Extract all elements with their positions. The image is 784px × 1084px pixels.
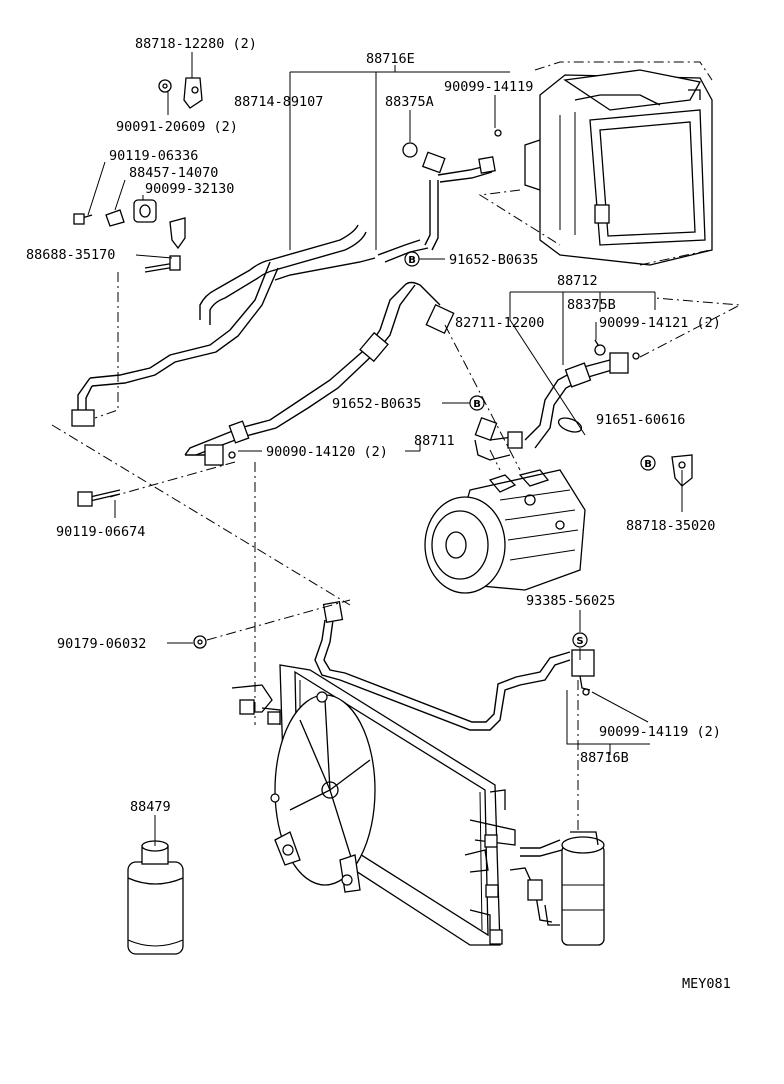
label-91652-B0635-b: 91652-B0635 [332, 396, 421, 412]
marker-b-2-text: B [473, 399, 481, 410]
label-88716B: 88716B [580, 750, 629, 766]
condenser [231, 664, 516, 946]
compressor [424, 469, 586, 594]
label-88375A: 88375A [385, 94, 434, 110]
marker-b-3: B [640, 455, 656, 471]
marker-s: S [572, 632, 588, 648]
label-88479: 88479 [130, 799, 171, 815]
label-90119-06336: 90119-06336 [109, 148, 198, 164]
pipe-88714-89107 [71, 151, 496, 427]
label-90119-06674: 90119-06674 [56, 524, 145, 540]
label-88711: 88711 [414, 433, 455, 449]
label-88457-14070: 88457-14070 [129, 165, 218, 181]
label-88718-12280: 88718-12280 (2) [135, 36, 257, 52]
label-88718-35020: 88718-35020 [626, 518, 715, 534]
hose-88712 [474, 339, 629, 461]
oil-can-88479 [127, 840, 184, 955]
marker-b-1-text: B [408, 255, 416, 266]
marker-b-3-text: B [644, 459, 652, 470]
label-93385-56025: 93385-56025 [526, 593, 615, 609]
part-labels: 88718-12280 (2) 88716E 88714-89107 88375… [26, 36, 731, 992]
label-90099-32130: 90099-32130 [145, 181, 234, 197]
leader-lines [87, 52, 683, 846]
liquid-pipe-88716B [314, 600, 595, 731]
label-82711-12200: 82711-12200 [455, 315, 544, 331]
marker-s-text: S [576, 636, 583, 647]
label-90099-14119-bottom: 90099-14119 (2) [599, 724, 721, 740]
marker-b-2: B [469, 395, 485, 411]
evaporator-unit [478, 61, 713, 266]
label-90179-06032: 90179-06032 [57, 636, 146, 652]
receiver-drier [509, 831, 605, 946]
label-91651-60616: 91651-60616 [596, 412, 685, 428]
label-88712: 88712 [557, 273, 598, 289]
label-90091-20609: 90091-20609 (2) [116, 119, 238, 135]
label-88688-35170: 88688-35170 [26, 247, 115, 263]
hose-88711 [184, 281, 455, 466]
label-90090-14120: 90090-14120 (2) [266, 444, 388, 460]
label-90099-14119-top: 90099-14119 [444, 79, 533, 95]
label-88375B: 88375B [567, 297, 616, 313]
label-91652-B0635-a: 91652-B0635 [449, 252, 538, 268]
label-88716E: 88716E [366, 51, 415, 67]
label-88714-89107: 88714-89107 [234, 94, 323, 110]
diagram-code: MEY081 [682, 976, 731, 992]
assembly-lines [51, 272, 742, 830]
label-90099-14121: 90099-14121 (2) [599, 315, 721, 331]
marker-b-1: B [404, 251, 420, 267]
